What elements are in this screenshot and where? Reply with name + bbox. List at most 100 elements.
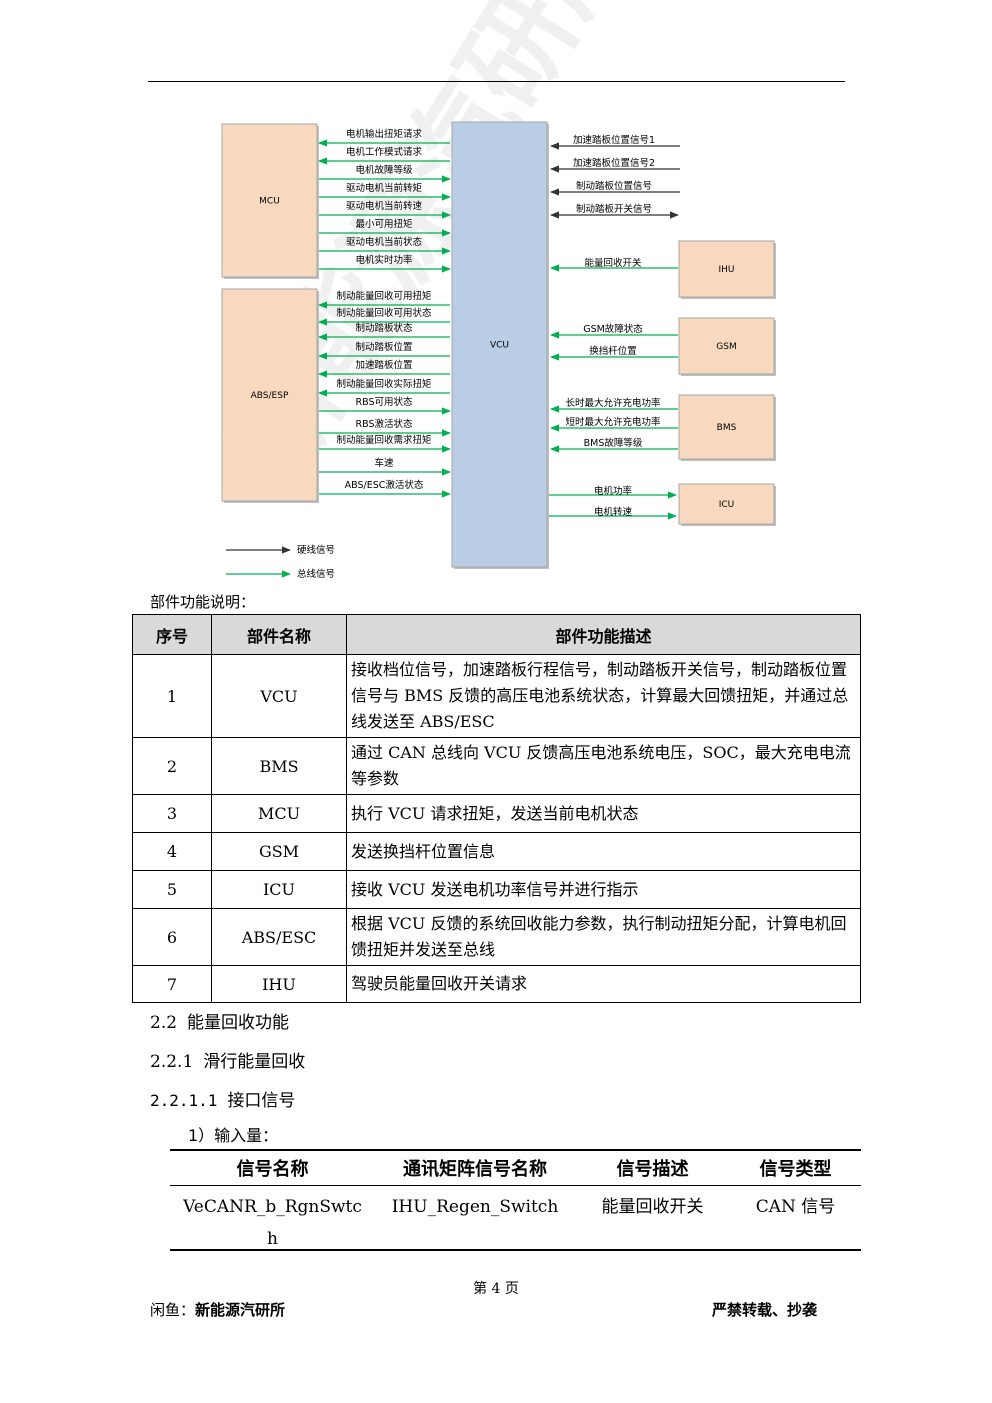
- icu-signal-label: 电机转速: [594, 506, 633, 518]
- left-signal-label: 驱动电机当前状态: [346, 236, 423, 248]
- cell-desc: 接收档位信号，加速踏板行程信号，制动踏板开关信号，制动踏板位置信号与 BMS 反…: [346, 654, 861, 738]
- heading-2-2: 2.2 能量回收功能: [150, 1008, 289, 1033]
- table-header-row: 序号 部件名称 部件功能描述: [132, 614, 861, 655]
- cell-name: ICU: [211, 870, 347, 909]
- heading-number: 2.2.1.1: [150, 1091, 218, 1110]
- table-rule-mid: [170, 1185, 861, 1186]
- hard-signal-label: 制动踏板位置信号: [576, 180, 652, 192]
- left-signal-label: 加速踏板位置: [355, 359, 412, 371]
- section-label: 部件功能说明：: [150, 593, 256, 611]
- heading-number: 2.2: [150, 1013, 178, 1033]
- header-type: 信号类型: [759, 1159, 832, 1180]
- mcu-box-label: MCU: [259, 197, 280, 207]
- footer-left: 闲鱼：新能源汽研所: [150, 1299, 285, 1320]
- hard-signal-label: 制动踏板开关信号: [576, 203, 652, 215]
- page-number: 第 4 页: [473, 1281, 519, 1297]
- cell-signal-name-line2: h: [267, 1229, 278, 1249]
- header-name: 部件名称: [211, 614, 347, 655]
- heading-text: 能量回收功能: [187, 1013, 290, 1033]
- cell-desc: 执行 VCU 请求扭矩，发送当前电机状态: [346, 794, 861, 833]
- ihu-signal-label: 能量回收开关: [584, 257, 642, 269]
- gsm-signal-label: GSM故障状态: [583, 323, 643, 335]
- cell-index: 4: [132, 832, 212, 871]
- cell-desc: 通过 CAN 总线向 VCU 反馈高压电池系统电压，SOC，最大充电电流等参数: [346, 737, 861, 795]
- left-signal-label: 驱动电机当前转矩: [346, 182, 423, 194]
- icu-box-label: ICU: [719, 500, 735, 510]
- left-signal-label: 制动能量回收可用扭矩: [336, 290, 432, 302]
- bms-box-label: BMS: [717, 423, 737, 433]
- table-rule-top: [170, 1149, 861, 1151]
- table-rule-bottom: [170, 1249, 861, 1251]
- cell-index: 6: [132, 908, 212, 966]
- left-signal-label: 电机故障等级: [355, 164, 413, 176]
- component-table: 序号 部件名称 部件功能描述 1 VCU 接收档位信号，加速踏板行程信号，制动踏…: [132, 614, 861, 1003]
- header-signal-name: 信号名称: [236, 1159, 309, 1180]
- cell-signal-name-line1: VeCANR_b_RgnSwtc: [183, 1197, 362, 1217]
- cell-desc: 驾驶员能量回收开关请求: [346, 965, 861, 1003]
- cell-type: CAN 信号: [755, 1197, 836, 1217]
- gsm-box-label: GSM: [716, 342, 736, 352]
- mcu-box: [221, 123, 318, 278]
- table-row: 5 ICU 接收 VCU 发送电机功率信号并进行指示: [132, 870, 861, 909]
- cell-name: BMS: [211, 737, 347, 795]
- bms-signal-label: 短时最大允许充电功率: [565, 416, 661, 428]
- cell-index: 1: [132, 654, 212, 738]
- hard-signal-label: 加速踏板位置信号1: [573, 134, 655, 146]
- heading-2-2-1: 2.2.1 滑行能量回收: [150, 1047, 305, 1072]
- header-rule: [148, 81, 845, 82]
- table-row: 3 MCU 执行 VCU 请求扭矩，发送当前电机状态: [132, 794, 861, 833]
- cell-name: ABS/ESC: [211, 908, 347, 966]
- header-index: 序号: [132, 614, 212, 655]
- icu-box: [678, 483, 775, 525]
- left-signal-label: 电机工作模式请求: [346, 146, 423, 158]
- left-signal-label: 制动能量回收可用状态: [336, 307, 432, 319]
- table-row: 2 BMS 通过 CAN 总线向 VCU 反馈高压电池系统电压，SOC，最大充电…: [132, 737, 861, 795]
- gsm-box: [678, 317, 775, 375]
- cell-name: MCU: [211, 794, 347, 833]
- vcu-box-label: VCU: [490, 341, 509, 351]
- footer-right: 严禁转载、抄袭: [712, 1301, 818, 1319]
- left-signal-label: 驱动电机当前转速: [346, 200, 423, 212]
- header-description: 信号描述: [616, 1159, 689, 1180]
- cell-index: 3: [132, 794, 212, 833]
- left-signal-label: RBS可用状态: [356, 396, 413, 408]
- left-signal-label: 制动踏板状态: [355, 322, 413, 334]
- left-signal-label: 电机实时功率: [355, 254, 413, 266]
- cell-index: 2: [132, 737, 212, 795]
- cell-name: IHU: [211, 965, 347, 1003]
- ihu-box: [678, 240, 775, 298]
- heading-text: 滑行能量回收: [203, 1052, 306, 1072]
- footer-left-brand: 新能源汽研所: [195, 1301, 286, 1319]
- table-row: 7 IHU 驾驶员能量回收开关请求: [132, 965, 861, 1003]
- input-label: 1）输入量：: [188, 1126, 279, 1145]
- bms-signal-label: BMS故障等级: [584, 437, 643, 449]
- cell-matrix-name: IHU_Regen_Switch: [391, 1197, 559, 1217]
- abs-box: [221, 288, 318, 502]
- header-desc: 部件功能描述: [346, 614, 861, 655]
- vcu-box: [451, 121, 548, 568]
- cell-name: VCU: [211, 654, 347, 738]
- table-row: 1 VCU 接收档位信号，加速踏板行程信号，制动踏板开关信号，制动踏板位置信号与…: [132, 654, 861, 738]
- ihu-box-label: IHU: [718, 265, 734, 275]
- cell-index: 7: [132, 965, 212, 1003]
- heading-number: 2.2.1: [150, 1052, 194, 1072]
- footer-left-label: 闲鱼：: [150, 1301, 196, 1319]
- cell-description: 能量回收开关: [601, 1197, 704, 1217]
- cell-name: GSM: [211, 832, 347, 871]
- cell-index: 5: [132, 870, 212, 909]
- cell-desc: 发送换挡杆位置信息: [346, 832, 861, 871]
- left-signal-label: ABS/ESC激活状态: [345, 479, 424, 491]
- hard-signal-label: 加速踏板位置信号2: [573, 157, 655, 169]
- left-signal-label: 制动能量回收需求扭矩: [336, 434, 432, 446]
- left-signal-label: 车速: [374, 457, 394, 469]
- left-signal-label: RBS激活状态: [356, 418, 413, 430]
- cell-desc: 根据 VCU 反馈的系统回收能力参数，执行制动扭矩分配，计算电机回馈扭矩并发送至…: [346, 908, 861, 966]
- legend-hard-label: 硬线信号: [297, 544, 335, 556]
- gsm-signal-label: 换挡杆位置: [589, 345, 637, 357]
- left-signal-label: 制动能量回收实际扭矩: [336, 378, 432, 390]
- legend-bus-label: 总线信号: [297, 568, 335, 580]
- bms-box: [678, 394, 775, 460]
- cell-desc: 接收 VCU 发送电机功率信号并进行指示: [346, 870, 861, 909]
